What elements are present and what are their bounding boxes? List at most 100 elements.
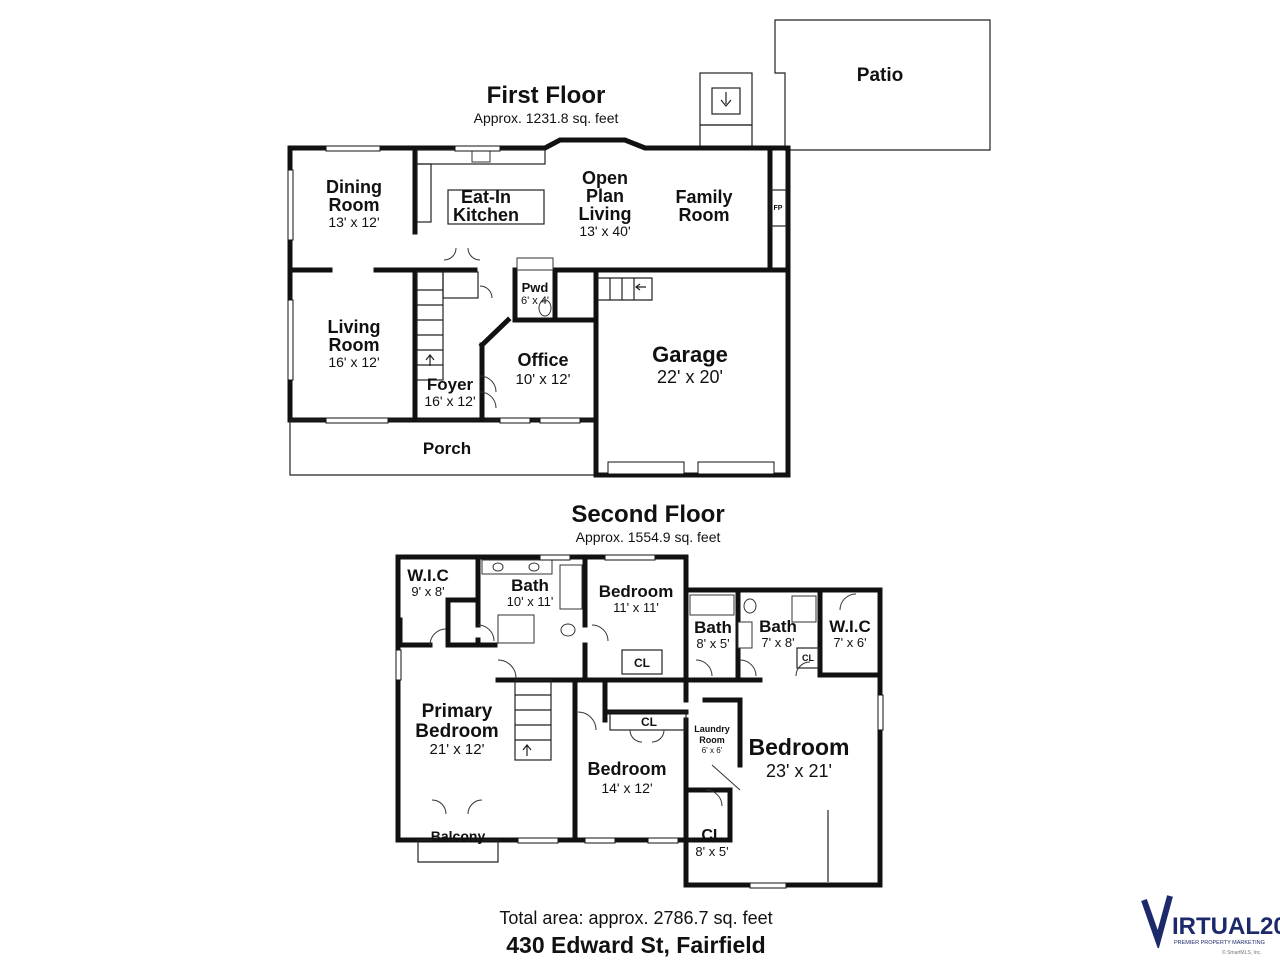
first-floor-area: Approx. 1231.8 sq. feet <box>473 110 619 126</box>
bath1-dim: 10' x 11' <box>507 594 554 609</box>
bath2-tub <box>689 594 735 616</box>
cl3-box <box>609 711 687 731</box>
open-plan-label-3: Living <box>579 204 632 224</box>
property-address: 430 Edward St, Fairfield <box>506 932 766 958</box>
bath1-tub <box>559 564 583 610</box>
balcony-door <box>431 799 483 815</box>
window-bedroom-south <box>749 882 787 889</box>
bath2-vanity <box>737 621 753 649</box>
bedroom2-door <box>577 711 597 731</box>
open-plan-label-1: Open <box>582 168 628 188</box>
wic1-dim: 9' x 8' <box>411 584 444 599</box>
logo-v-icon <box>1141 895 1173 948</box>
window-bedroom2-b <box>647 837 679 844</box>
bath3-shower <box>791 595 817 623</box>
garage-door-2 <box>697 461 775 475</box>
wic1-door <box>429 628 447 646</box>
patio-label: Patio <box>857 65 903 86</box>
bedroom2-label: Bedroom <box>587 759 666 779</box>
balcony-label: Balcony <box>431 828 486 844</box>
window-office-south2 <box>539 417 581 424</box>
window-living-south <box>325 417 389 424</box>
cl4-door <box>705 789 723 807</box>
primary-door <box>497 659 517 679</box>
wic2-label: W.I.C <box>829 617 871 636</box>
open-plan-dim: 13' x 40' <box>579 223 630 239</box>
foyer-stairs <box>416 271 444 381</box>
laundry-label-2: Room <box>699 735 725 745</box>
bedroom-big-label: Bedroom <box>749 734 850 760</box>
window-kitchen <box>454 145 501 152</box>
second-floor-area: Approx. 1554.9 sq. feet <box>575 529 721 545</box>
wic1-label: W.I.C <box>407 566 449 585</box>
powder-toilet <box>538 299 552 317</box>
kitchen-counter-side <box>416 163 432 223</box>
bath1-toilet <box>560 623 576 637</box>
laundry-dim: 6' x 6' <box>702 746 723 755</box>
cl3-double-door <box>629 729 665 743</box>
office-door <box>479 375 497 409</box>
cl3-label: CL <box>641 715 657 729</box>
office-dim: 10' x 12' <box>516 371 571 388</box>
porch-label: Porch <box>423 439 471 458</box>
cl2-door <box>795 661 811 677</box>
living-dim: 16' x 12' <box>328 354 379 370</box>
laundry-label-1: Laundry <box>694 724 730 734</box>
bath1-shower <box>497 614 535 644</box>
second-floor-plan <box>395 554 884 889</box>
foyer-label: Foyer <box>427 375 474 394</box>
cl2-label: CL <box>802 653 814 663</box>
living-label-2: Room <box>329 335 380 355</box>
window-bedroom2-a <box>584 837 616 844</box>
bedroom-big-dim: 23' x 21' <box>766 761 832 781</box>
powder-label: Pwd <box>522 280 549 295</box>
kitchen-label-2: Kitchen <box>453 205 519 225</box>
cl4-dim: 8' x 5' <box>695 844 728 859</box>
window-bath1 <box>539 554 571 561</box>
steps-arrow-icon <box>720 92 732 107</box>
kitchen-sink <box>471 149 491 163</box>
powder-dim: 6' x 4' <box>521 295 549 307</box>
bedroom1-label: Bedroom <box>599 582 674 601</box>
bath1-door <box>477 624 495 642</box>
steps-box <box>711 87 741 115</box>
fireplace-label: FP <box>774 205 783 212</box>
landing-stairs <box>442 271 479 299</box>
bedroom1-door <box>591 624 609 642</box>
kitchen-island <box>447 189 545 225</box>
hall-door <box>739 659 757 677</box>
window-bedroom1 <box>604 554 656 561</box>
first-floor-interior-walls <box>287 145 791 478</box>
bedroom1-dim: 11' x 11' <box>613 600 659 615</box>
bath2-label: Bath <box>694 618 732 637</box>
garage-stair-treads <box>609 278 635 300</box>
open-plan-label-2: Plan <box>586 186 624 206</box>
balcony-outline <box>417 839 499 863</box>
total-area: Total area: approx. 2786.7 sq. feet <box>499 908 773 928</box>
bath1-sink-1 <box>492 562 504 572</box>
living-label-1: Living <box>328 317 381 337</box>
office-label: Office <box>517 350 568 370</box>
bath3-label: Bath <box>759 617 797 636</box>
bath2-dim: 8' x 5' <box>696 636 729 651</box>
fireplace <box>769 189 787 227</box>
stair-up-arrow-icon <box>425 354 435 366</box>
foyer-dim: 16' x 12' <box>424 393 475 409</box>
cl1-box <box>621 649 663 675</box>
copyright: © SmartMLS, Inc. <box>1222 950 1262 956</box>
family-label-2: Room <box>679 205 730 225</box>
kitchen-label-1: Eat-In <box>461 187 511 207</box>
family-label-1: Family <box>675 187 732 207</box>
virtual203-logo: IRTUAL203 PREMIER PROPERTY MARKETING <box>1141 895 1280 948</box>
primary-label-1: Primary <box>422 701 493 722</box>
bath3-dim: 7' x 8' <box>761 635 794 650</box>
bath1-sink-2 <box>528 562 540 572</box>
primary-dim: 21' x 12' <box>430 741 485 758</box>
garage-label: Garage <box>652 342 728 367</box>
primary-label-2: Bedroom <box>415 721 498 742</box>
window-bedroom-east <box>877 694 884 731</box>
dining-label-1: Dining <box>326 177 382 197</box>
garage-stair-arrow-icon <box>635 283 646 291</box>
logo-tagline: PREMIER PROPERTY MARKETING <box>1174 940 1265 946</box>
logo-text: IRTUAL203 <box>1172 913 1280 940</box>
